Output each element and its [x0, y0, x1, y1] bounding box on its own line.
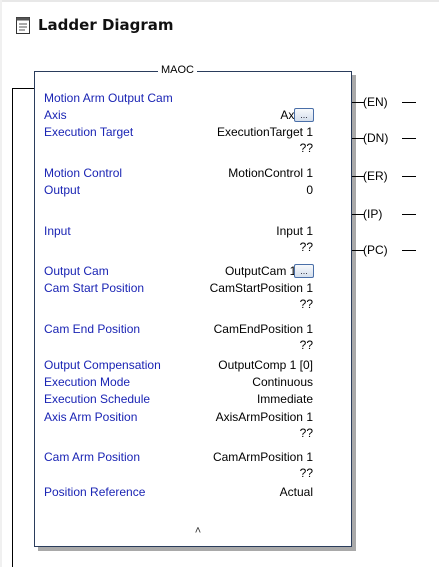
left-power-rail	[12, 88, 13, 567]
coil-label: IP	[367, 207, 379, 221]
coil-ip: (IP)	[363, 207, 382, 221]
operand-live-value: ??	[299, 426, 313, 440]
coil-bracket: (	[363, 95, 367, 109]
coil-label: ER	[367, 169, 384, 183]
operand-value[interactable]: MotionControl 1	[228, 166, 313, 180]
coil-bracket: (	[363, 207, 367, 221]
operand-live-value: ??	[299, 141, 313, 155]
coil-bracket: )	[383, 95, 388, 109]
operand-label: Output Cam	[44, 264, 109, 278]
operand-live-value: ??	[299, 338, 313, 352]
coil-wire	[402, 214, 416, 215]
page-title: Ladder Diagram	[38, 16, 174, 34]
operand-label: Output	[44, 183, 81, 197]
operand-value[interactable]: Immediate	[256, 392, 313, 406]
coil-label: EN	[367, 95, 384, 109]
operand-live-value: ??	[299, 240, 313, 254]
coil-wire	[352, 214, 364, 215]
instruction-name: MAOC	[158, 64, 197, 77]
operand-label: Output Compensation	[44, 358, 161, 372]
operand-value[interactable]: AxisArmPosition 1	[215, 410, 313, 424]
block-shadow	[352, 75, 356, 551]
operand-label: Execution Schedule	[44, 392, 151, 406]
operand-value[interactable]: Continuous	[252, 375, 313, 389]
coil-bracket: )	[383, 169, 388, 183]
frame-top-border	[0, 0, 439, 2]
coil-bracket: (	[363, 169, 367, 183]
operand-value[interactable]: Input 1	[276, 224, 313, 238]
operand-value[interactable]: Actual	[279, 485, 313, 499]
coil-bracket: (	[363, 243, 367, 257]
coil-dn: (DN)	[363, 131, 388, 145]
operand-label: Axis	[44, 108, 67, 122]
double-chevron-up-icon[interactable]: ˄	[194, 525, 202, 537]
document-icon	[16, 16, 30, 34]
operand-value[interactable]: CamEndPosition 1	[213, 322, 313, 336]
coil-en: (EN)	[363, 95, 388, 109]
coil-bracket: )	[383, 243, 388, 257]
operand-live-value: ??	[299, 466, 313, 480]
operand-value[interactable]: CamStartPosition 1	[209, 281, 313, 295]
browse-button[interactable]: ...	[294, 108, 314, 122]
coil-wire	[352, 138, 364, 139]
operand-value[interactable]: CamArmPosition 1	[212, 450, 313, 464]
coil-bracket: )	[384, 131, 389, 145]
block-description: Motion Arm Output Cam	[44, 91, 173, 105]
operand-label: Position Reference	[44, 485, 146, 499]
operand-label: Input	[44, 224, 71, 238]
coil-bracket: (	[363, 131, 367, 145]
operand-label: Cam End Position	[44, 322, 141, 336]
operand-label: Axis Arm Position	[44, 410, 138, 424]
coil-er: (ER)	[363, 169, 388, 183]
operand-label: Cam Arm Position	[44, 450, 141, 464]
operand-value[interactable]: OutputComp 1 [0]	[218, 358, 313, 372]
header: Ladder Diagram	[16, 14, 174, 36]
input-wire	[12, 88, 34, 89]
operand-label: Execution Mode	[44, 375, 131, 389]
coil-wire	[352, 250, 364, 251]
coil-wire	[402, 102, 416, 103]
coil-wire	[402, 250, 416, 251]
frame-left-border	[0, 0, 2, 567]
block-shadow	[38, 547, 356, 551]
coil-pc: (PC)	[363, 243, 388, 257]
instruction-block[interactable]	[34, 71, 352, 547]
coil-bracket: )	[378, 207, 383, 221]
operand-label: Execution Target	[44, 125, 134, 139]
operand-value[interactable]: 0	[306, 183, 313, 197]
coil-wire	[352, 176, 364, 177]
operand-label: Motion Control	[44, 166, 123, 180]
coil-wire	[402, 176, 416, 177]
operand-value[interactable]: ExecutionTarget 1	[216, 125, 313, 139]
operand-live-value: ??	[299, 297, 313, 311]
coil-label: DN	[367, 131, 385, 145]
operand-value[interactable]: OutputCam 1 [0]	[224, 264, 313, 278]
operand-label: Cam Start Position	[44, 281, 145, 295]
coil-wire	[402, 138, 416, 139]
coil-wire	[352, 102, 364, 103]
browse-button[interactable]: ...	[294, 264, 314, 278]
coil-label: PC	[367, 243, 384, 257]
